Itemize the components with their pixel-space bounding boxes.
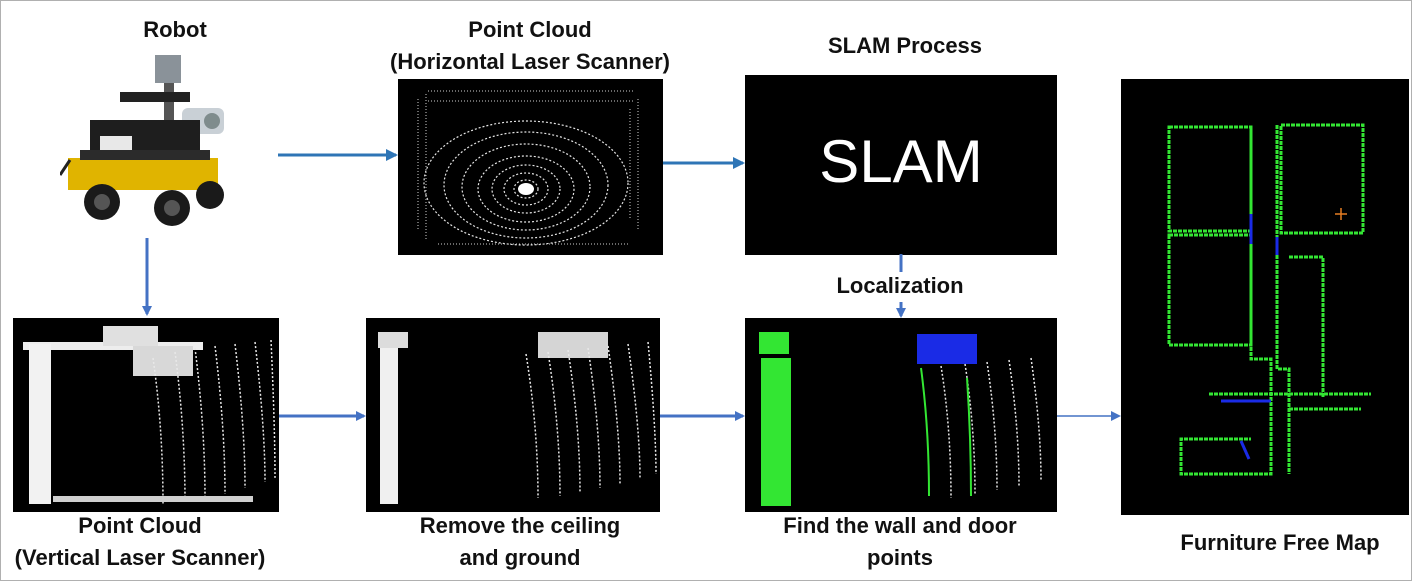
horizontal-point-cloud-subtitle: (Horizontal Laser Scanner) [390,49,670,74]
find-wall-line1: Find the wall and door [783,513,1017,538]
find-wall-door-panel [745,318,1057,512]
vertical-point-cloud-image [23,326,276,505]
localization-label: Localization [836,273,964,298]
robot-label: Robot [143,17,207,42]
remove-ceiling-line1: Remove the ceiling [419,513,621,538]
slam-process-label: SLAM Process [827,33,983,58]
slam-process-box: SLAM [745,75,1057,255]
horizontal-point-cloud-panel [398,79,663,255]
horizontal-point-cloud-title: Point Cloud [468,17,592,42]
find-wall-label: Find the wall and door points [745,510,1055,574]
vertical-point-cloud-subtitle: (Vertical Laser Scanner) [14,545,266,570]
find-wall-door-image [759,332,1042,506]
horizontal-point-cloud-image [417,90,639,246]
remove-ceiling-line2: and ground [459,545,581,570]
remove-ceiling-image [378,332,657,504]
furniture-free-map-panel [1121,79,1409,515]
remove-ceiling-label: Remove the ceiling and ground [380,510,660,574]
vertical-point-cloud-label: Point Cloud (Vertical Laser Scanner) [0,510,280,574]
find-wall-line2: points [867,545,933,570]
vertical-point-cloud-panel [13,318,279,512]
robot-image [60,55,224,226]
slam-box-text: SLAM [819,128,983,195]
horizontal-point-cloud-label: Point Cloud (Horizontal Laser Scanner) [370,14,690,78]
vertical-point-cloud-title: Point Cloud [78,513,202,538]
remove-ceiling-panel [366,318,660,512]
furniture-free-map-image [1167,123,1371,476]
furniture-free-map-label: Furniture Free Map [1180,530,1380,555]
